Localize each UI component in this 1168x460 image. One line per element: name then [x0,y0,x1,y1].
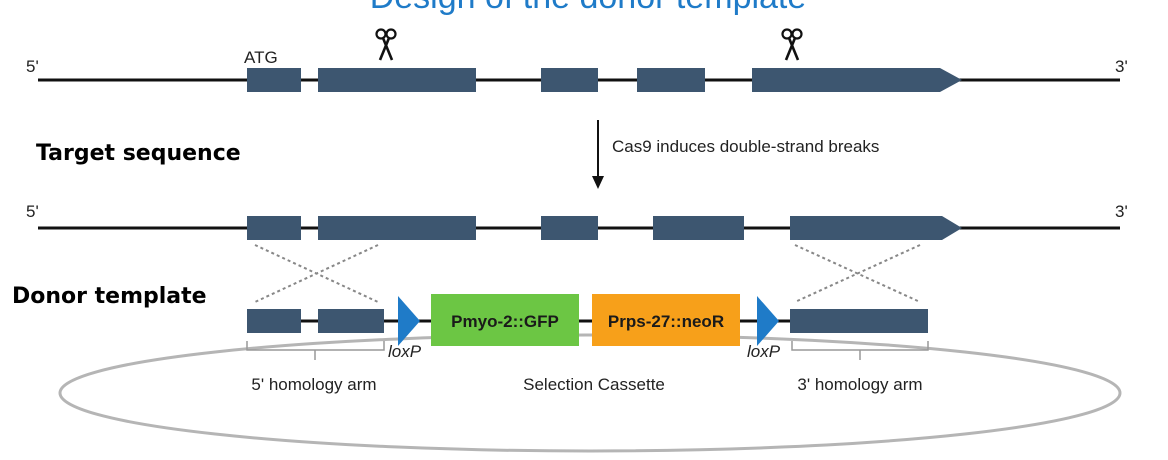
gfp-marker-box [431,294,579,346]
homology-arm-5-label: 5' homology arm [251,375,376,394]
loxp-site-1 [398,296,420,346]
donor-exon-1 [247,309,301,333]
gfp-marker-label: Pmyo-2::GFP [451,312,559,331]
exon-5-arrow-mid [790,216,962,240]
bracket-3-homology [791,341,929,360]
loxp-label-1: loxP [388,342,422,361]
loxp-label-2: loxP [747,342,781,361]
plasmid-backbone [58,333,1122,453]
donor-exon-3 [790,309,928,333]
donor-exon-2 [318,309,384,333]
page-title: Design of the donor template [370,0,807,16]
exon-1-mid [247,216,301,240]
cas9-arrowhead [592,176,604,189]
crossover-lines [254,244,921,303]
exon-2-mid [318,216,476,240]
donor-template-label: Donor template [12,284,207,309]
five-prime-label-top: 5' [26,57,39,76]
scissors-icon [781,28,803,61]
neo-marker-box [592,294,740,346]
atg-label: ATG [244,48,278,67]
exon-4-top [637,68,705,92]
neo-marker-label: Prps-27::neoR [608,312,724,331]
loxp-site-2 [757,296,779,346]
exon-1-top [247,68,301,92]
exon-4-mid [653,216,744,240]
exon-3-mid [541,216,598,240]
three-prime-label-top: 3' [1115,57,1128,76]
cas9-note: Cas9 induces double-strand breaks [612,137,879,156]
exon-2-top [318,68,476,92]
five-prime-label-mid: 5' [26,202,39,221]
selection-cassette-label: Selection Cassette [523,375,665,394]
exon-5-arrow-top [752,68,962,92]
scissors-icon [375,28,397,61]
bracket-5-homology [246,341,385,360]
three-prime-label-mid: 3' [1115,202,1128,221]
homology-arm-3-label: 3' homology arm [797,375,922,394]
exon-3-top [541,68,598,92]
target-sequence-label: Target sequence [36,141,241,166]
